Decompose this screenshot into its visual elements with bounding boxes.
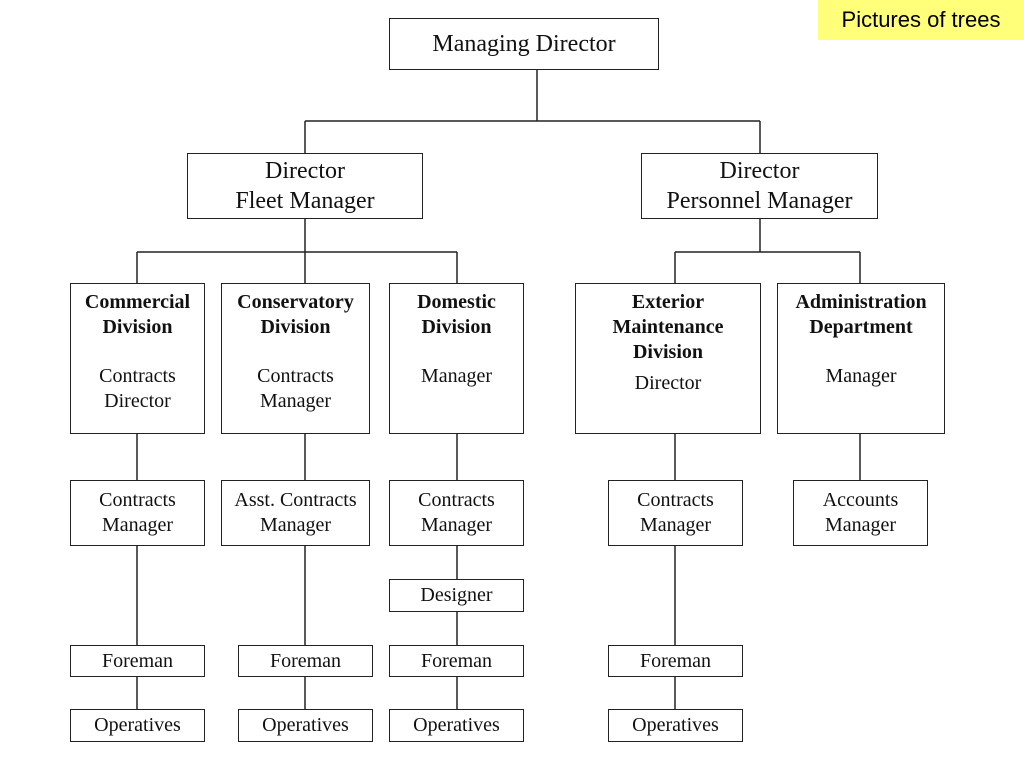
node-director-fleet-manager: Director Fleet Manager <box>187 153 423 219</box>
node-domestic-division: Domestic Division Manager <box>389 283 524 434</box>
node-director-personnel-manager: Director Personnel Manager <box>641 153 878 219</box>
node-label: Foreman <box>101 649 174 672</box>
node-conservatory-operatives: Operatives <box>238 709 373 742</box>
node-label: Accounts Manager <box>822 489 899 536</box>
node-label: Operatives <box>94 714 181 736</box>
node-label: Asst. Contracts Manager <box>234 489 357 536</box>
node-administration-department: Administration Department Manager <box>777 283 945 434</box>
node-domestic-contracts-manager: Contracts Manager <box>389 480 524 546</box>
node-domestic-operatives: Operatives <box>389 709 524 742</box>
node-conservatory-foreman: Foreman <box>238 645 373 677</box>
node-label: Operatives <box>262 714 349 736</box>
division-name: Domestic Division <box>417 291 496 338</box>
node-label: Contracts Manager <box>637 489 714 536</box>
division-role: Manager <box>420 365 493 387</box>
division-role: Contracts Director <box>99 365 176 412</box>
slide-tag: Pictures of trees <box>818 0 1024 40</box>
node-exterior-operatives: Operatives <box>608 709 743 742</box>
division-name: Administration Department <box>795 291 927 338</box>
node-conservatory-division: Conservatory Division Contracts Manager <box>221 283 370 434</box>
division-role: Manager <box>825 365 897 387</box>
node-exterior-contracts-manager: Contracts Manager <box>608 480 743 546</box>
division-name: Commercial Division <box>84 291 191 338</box>
node-label: Managing Director <box>432 31 616 57</box>
node-accounts-manager: Accounts Manager <box>793 480 928 546</box>
division-role: Director <box>634 372 702 394</box>
node-label: Foreman <box>639 649 712 672</box>
division-role: Contracts Manager <box>257 365 334 412</box>
node-exterior-maintenance-division: Exterior Maintenance Division Director <box>575 283 761 434</box>
node-domestic-foreman: Foreman <box>389 645 524 677</box>
node-label: Operatives <box>632 714 719 736</box>
node-commercial-operatives: Operatives <box>70 709 205 742</box>
node-asst-contracts-manager: Asst. Contracts Manager <box>221 480 370 546</box>
node-label: Operatives <box>413 714 500 736</box>
node-label: Director Fleet Manager <box>235 158 375 214</box>
node-label: Contracts Manager <box>99 489 176 536</box>
node-exterior-foreman: Foreman <box>608 645 743 677</box>
node-designer: Designer <box>389 579 524 612</box>
node-label: Foreman <box>420 649 493 672</box>
node-commercial-contracts-manager: Contracts Manager <box>70 480 205 546</box>
node-label: Contracts Manager <box>418 489 495 536</box>
node-managing-director: Managing Director <box>389 18 659 70</box>
node-commercial-foreman: Foreman <box>70 645 205 677</box>
division-name: Exterior Maintenance Division <box>612 291 724 363</box>
node-label: Director Personnel Manager <box>666 158 853 214</box>
node-label: Foreman <box>269 649 342 672</box>
division-name: Conservatory Division <box>237 291 354 338</box>
node-commercial-division: Commercial Division Contracts Director <box>70 283 205 434</box>
node-label: Designer <box>420 584 493 606</box>
